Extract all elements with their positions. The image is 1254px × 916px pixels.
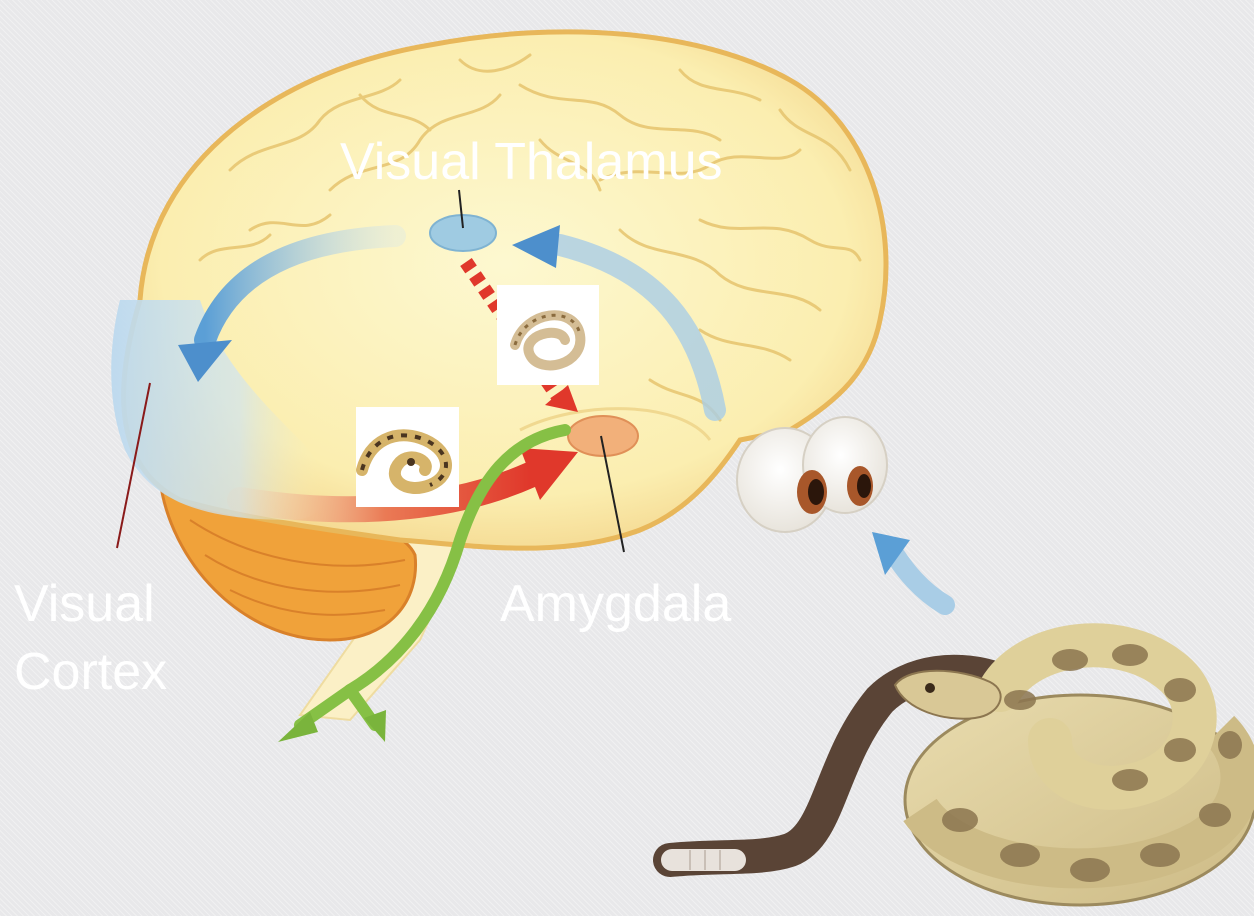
rattlesnake-icon (670, 644, 1254, 905)
visual-thalamus-label: Visual Thalamus (340, 128, 723, 196)
snake-to-eyes-arrow (872, 532, 945, 605)
amygdala-label: Amygdala (500, 570, 731, 638)
visual-cortex-label: Visual Cortex (14, 570, 167, 706)
snake-thumbnail-slow (356, 407, 459, 507)
snake-thumbnail-fast (497, 285, 599, 385)
visual-cortex-label-line2: Cortex (14, 638, 167, 706)
visual-cortex-label-line1: Visual (14, 570, 167, 638)
